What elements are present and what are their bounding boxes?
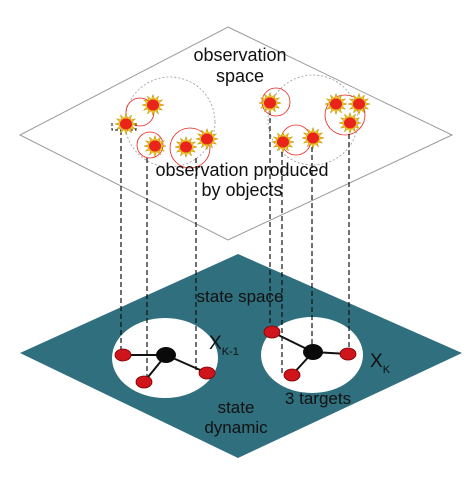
- observation-star: [301, 126, 325, 150]
- observation-star: [347, 92, 371, 116]
- target-node: [198, 366, 216, 380]
- observation-star: [324, 92, 348, 116]
- observation-stars: [114, 91, 371, 159]
- observation-star: [338, 111, 362, 135]
- observation-star: [114, 112, 138, 136]
- observation-space-title-line2: space: [216, 66, 264, 86]
- target-node: [135, 375, 153, 389]
- state-dynamic-line2: dynamic: [204, 418, 268, 437]
- observation-space-title-line1: observation: [193, 45, 286, 65]
- observation-caption-line2: by objects: [201, 180, 282, 200]
- state-center-node: [156, 347, 176, 363]
- state-center-node: [303, 344, 323, 360]
- target-node: [283, 368, 301, 382]
- state-space-title: state space: [197, 287, 284, 306]
- observation-star: [271, 130, 295, 154]
- state-plane: [20, 254, 462, 458]
- state-label-k-minus-1: XK-1: [209, 333, 239, 358]
- observation-star: [195, 127, 219, 151]
- target-node: [339, 347, 357, 361]
- targets-label: 3 targets: [285, 389, 351, 408]
- observation-star: [174, 135, 198, 159]
- target-graph-k: [263, 325, 357, 382]
- observation-plane: [18, 26, 454, 241]
- state-dynamic-line1: state: [218, 398, 255, 417]
- target-node: [114, 348, 132, 362]
- observation-caption-line1: observation produced: [155, 160, 328, 180]
- target-node: [263, 325, 281, 339]
- state-label-k: XK: [370, 351, 391, 376]
- target-graph-k-minus-1: [114, 347, 216, 389]
- observation-star: [141, 93, 165, 117]
- observation-star: [258, 91, 282, 115]
- observation-star: [143, 134, 167, 158]
